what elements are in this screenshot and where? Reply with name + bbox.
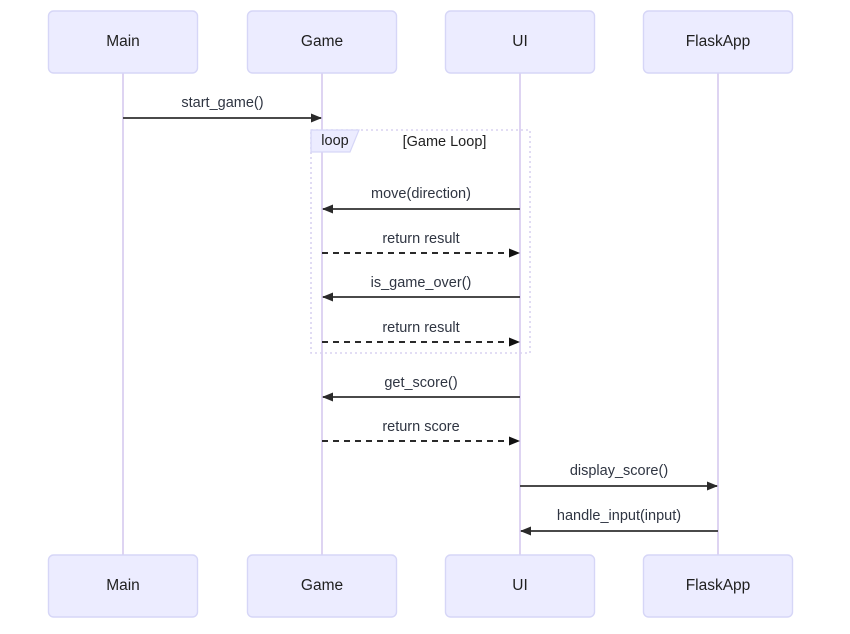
participant-ui-bottom[interactable]: UI [444, 554, 596, 618]
participant-flaskapp-bottom[interactable]: FlaskApp [642, 554, 794, 618]
participant-box[interactable] [444, 554, 596, 618]
message-m9: handle_input(input) [520, 508, 718, 536]
message-label: handle_input(input) [557, 508, 681, 524]
message-label: start_game() [181, 95, 263, 111]
loop-tag-shape [310, 129, 360, 153]
participant-box[interactable] [47, 10, 199, 74]
loop-frame-rect [310, 129, 531, 354]
participant-label: Main [106, 577, 140, 594]
participant-label: Game [301, 577, 343, 594]
participant-box[interactable] [47, 554, 199, 618]
message-m3: return result [322, 231, 520, 258]
message-m7: return score [322, 419, 520, 446]
participant-label: FlaskApp [686, 577, 751, 594]
participant-box[interactable] [246, 554, 398, 618]
participant-box[interactable] [642, 554, 794, 618]
message-label: move(direction) [371, 186, 471, 202]
participant-box[interactable] [642, 10, 794, 74]
participant-game-bottom[interactable]: Game [246, 554, 398, 618]
message-label: get_score() [384, 375, 457, 391]
message-m4: is_game_over() [322, 275, 520, 302]
participant-ui-top[interactable]: UI [444, 10, 596, 74]
messages-group: start_game() move(direction) return result… [123, 95, 718, 536]
message-m6: get_score() [322, 375, 520, 402]
message-m8: display_score() [520, 463, 718, 491]
lifelines-group [122, 73, 719, 555]
participant-label: UI [512, 33, 528, 50]
message-label: return score [382, 419, 459, 435]
message-label: return result [382, 320, 459, 336]
participant-label: Game [301, 33, 343, 50]
message-label: display_score() [570, 463, 668, 479]
participant-main-bottom[interactable]: Main [47, 554, 199, 618]
participant-box[interactable] [444, 10, 596, 74]
participant-label: FlaskApp [686, 33, 751, 50]
message-m5: return result [322, 320, 520, 347]
message-m2: move(direction) [322, 186, 520, 214]
loop-fragments-group: loop [Game Loop] [310, 129, 531, 354]
participant-main-top[interactable]: Main [47, 10, 199, 74]
loop-tag-label: loop [321, 133, 348, 149]
participant-box[interactable] [246, 10, 398, 74]
loop-title-label: [Game Loop] [403, 134, 487, 150]
fragment-game-loop: loop [Game Loop] [310, 129, 531, 354]
message-label: return result [382, 231, 459, 247]
participant-flaskapp-top[interactable]: FlaskApp [642, 10, 794, 74]
message-m1: start_game() [123, 95, 322, 123]
participant-label: UI [512, 577, 528, 594]
participant-label: Main [106, 33, 140, 50]
message-label: is_game_over() [371, 275, 472, 291]
participant-game-top[interactable]: Game [246, 10, 398, 74]
